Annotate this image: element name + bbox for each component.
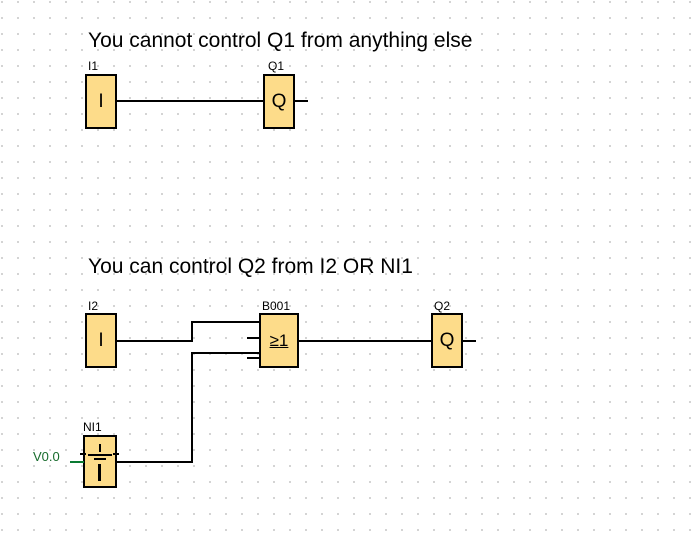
- wire-ni1-segment-v[interactable]: [191, 352, 193, 463]
- block-q2[interactable]: Q: [431, 313, 463, 368]
- digital-input-icon: I: [98, 91, 104, 112]
- heading-q1: You cannot control Q1 from anything else: [88, 29, 473, 52]
- wire-q2-output-stub[interactable]: [463, 340, 476, 342]
- block-label-q1: Q1: [268, 59, 285, 73]
- wire-i1-to-q1[interactable]: [117, 100, 263, 102]
- wire-b001-to-q2[interactable]: [299, 340, 431, 342]
- signal-label-v0-0: V0.0: [33, 449, 60, 464]
- wire-i2-segment-h1[interactable]: [117, 340, 193, 342]
- wire-ni1-segment-h1[interactable]: [117, 461, 193, 463]
- wire-q1-output-stub[interactable]: [295, 100, 308, 102]
- wire-i2-segment-h2[interactable]: [191, 321, 263, 323]
- heading-q2: You can control Q2 from I2 OR NI1: [88, 255, 413, 278]
- or-gate-icon: ≥1: [269, 331, 289, 350]
- wire-v0-0-to-ni1[interactable]: [70, 461, 84, 463]
- wire-i2-segment-v[interactable]: [191, 321, 193, 342]
- wire-b001-input-3-stub[interactable]: [247, 337, 260, 339]
- block-i2[interactable]: I: [85, 313, 117, 368]
- block-i1[interactable]: I: [85, 74, 117, 129]
- block-label-ni1: NI1: [83, 420, 102, 434]
- wire-b001-input-4-stub[interactable]: [247, 357, 260, 359]
- block-b001-or-gate[interactable]: ≥1: [259, 313, 299, 368]
- digital-input-icon: I: [98, 330, 104, 351]
- digital-output-icon: Q: [271, 91, 287, 112]
- wire-ni1-segment-h2[interactable]: [191, 352, 263, 354]
- block-ni1[interactable]: [80, 435, 119, 488]
- block-label-i2: I2: [88, 299, 99, 313]
- block-label-b001: B001: [262, 299, 291, 313]
- digital-output-icon: Q: [439, 330, 455, 351]
- block-label-i1: I1: [88, 59, 99, 73]
- network-input-icon: [80, 442, 119, 482]
- block-q1[interactable]: Q: [263, 74, 295, 129]
- block-label-q2: Q2: [434, 299, 451, 313]
